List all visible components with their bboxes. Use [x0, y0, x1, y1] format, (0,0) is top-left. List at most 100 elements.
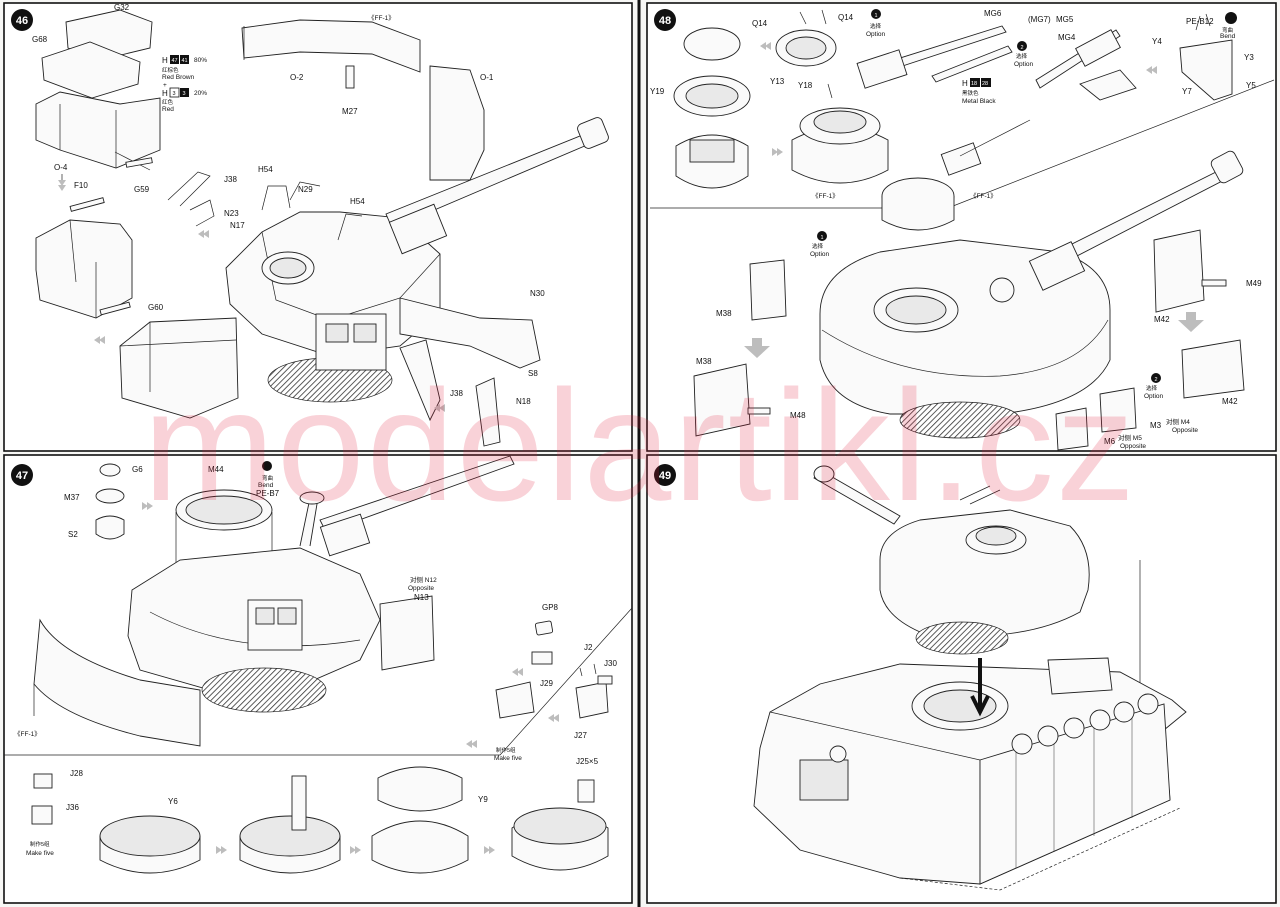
part-n30 [399, 297, 541, 369]
svg-text:Bend: Bend [258, 482, 274, 489]
svg-text:28: 28 [982, 81, 988, 87]
svg-text:J36: J36 [66, 803, 79, 812]
turret-47-basket [201, 667, 327, 713]
svg-text:M3: M3 [1150, 421, 1162, 430]
svg-text:O-4: O-4 [54, 163, 68, 172]
svg-text:J30: J30 [604, 659, 617, 668]
svg-text:红色: 红色 [162, 98, 174, 106]
svg-text:80%: 80% [194, 57, 207, 64]
svg-text:41: 41 [182, 58, 188, 64]
part-j27 [575, 681, 609, 719]
svg-text:O-2: O-2 [290, 73, 304, 82]
svg-text:47: 47 [172, 58, 178, 64]
step-49: 49 [654, 464, 1187, 891]
hatch-disk [683, 27, 741, 61]
svg-text:PE-B7: PE-B7 [256, 489, 280, 498]
svg-text:N17: N17 [230, 221, 245, 230]
svg-text:Option: Option [1144, 393, 1164, 400]
part-j30 [597, 675, 613, 685]
svg-text:选择: 选择 [1146, 384, 1158, 392]
svg-text:M27: M27 [342, 107, 358, 116]
svg-text:Q14: Q14 [838, 13, 854, 22]
svg-text:《FF-1》: 《FF-1》 [368, 14, 395, 22]
svg-text:18: 18 [971, 81, 977, 87]
svg-text:《FF-1》: 《FF-1》 [970, 192, 997, 200]
turret-48-basket [899, 401, 1021, 439]
svg-text:《FF-1》: 《FF-1》 [812, 192, 839, 200]
svg-text:H: H [162, 56, 168, 65]
svg-text:M49: M49 [1246, 279, 1262, 288]
svg-text:N30: N30 [530, 289, 545, 298]
step-48: 48 [650, 9, 1275, 451]
stowage-bin [35, 91, 161, 169]
svg-text:3: 3 [183, 91, 186, 97]
part-n13 [379, 595, 435, 671]
svg-text:Make five: Make five [494, 755, 522, 762]
svg-text:Red: Red [162, 106, 174, 113]
svg-text:J25×5: J25×5 [576, 757, 599, 766]
step-48-labels: Q14 Q14 选择 Option Y13 Y19 Y18 《FF-1》 《FF… [650, 9, 1262, 450]
part-f10 [69, 197, 105, 212]
turret-49-basket [915, 621, 1009, 655]
step-46-number: 46 [16, 15, 28, 27]
svg-text:G68: G68 [32, 35, 48, 44]
track [899, 807, 1181, 891]
svg-text:Option: Option [1014, 61, 1034, 68]
svg-text:MG4: MG4 [1058, 33, 1076, 42]
part-j38-right [475, 377, 501, 447]
part-m3 [1099, 387, 1137, 433]
svg-text:3: 3 [173, 91, 176, 97]
svg-text:1: 1 [874, 13, 877, 19]
svg-text:H: H [962, 79, 968, 88]
svg-text:N18: N18 [516, 397, 531, 406]
step-48-badge [654, 9, 676, 31]
svg-text:Opposite: Opposite [1172, 427, 1198, 434]
part-y9-ring [377, 766, 463, 812]
cupola-small [95, 515, 125, 540]
svg-text:H54: H54 [350, 197, 365, 206]
svg-text:G6: G6 [132, 465, 143, 474]
part-m27 [345, 65, 355, 89]
svg-text:制作5组: 制作5组 [496, 746, 516, 754]
svg-text:Y9: Y9 [478, 795, 488, 804]
handle-n23 [189, 199, 215, 227]
part-j29 [531, 651, 553, 665]
svg-text:《FF-1》: 《FF-1》 [14, 730, 41, 738]
svg-text:选择: 选择 [812, 242, 824, 250]
svg-text:M38: M38 [696, 357, 712, 366]
turret-body [225, 211, 441, 357]
road-wheels [1011, 693, 1159, 755]
svg-text:Metal Black: Metal Black [962, 98, 996, 105]
svg-text:Option: Option [866, 31, 886, 38]
svg-text:N23: N23 [224, 209, 239, 218]
svg-text:S2: S2 [68, 530, 78, 539]
svg-text:H54: H54 [258, 165, 273, 174]
part-j25 [577, 779, 595, 803]
svg-text:(MG7): (MG7) [1028, 15, 1051, 24]
svg-text:M37: M37 [64, 493, 80, 502]
svg-text:MG5: MG5 [1056, 15, 1074, 24]
svg-text:Red Brown: Red Brown [162, 74, 195, 81]
svg-text:49: 49 [659, 470, 671, 482]
svg-text:选择: 选择 [1016, 52, 1028, 60]
svg-text:Option: Option [810, 251, 830, 258]
part-m38-top [749, 259, 787, 321]
part-g59 [125, 157, 153, 168]
part-m42-bottom [1181, 339, 1245, 399]
svg-text:制作5组: 制作5组 [30, 840, 50, 848]
part-make-five [495, 681, 535, 719]
pe-b12-mount [1179, 39, 1233, 101]
svg-text:Opposite: Opposite [408, 585, 434, 592]
step-47-labels: G6 M37 S2 M44 弯曲 Bend PE-B7 对侧 N12 Oppos… [14, 461, 617, 857]
svg-text:弯曲: 弯曲 [262, 474, 273, 482]
svg-text:M44: M44 [208, 465, 224, 474]
step-47: 47 [4, 455, 633, 874]
svg-text:黑铁色: 黑铁色 [962, 89, 979, 97]
svg-text:J29: J29 [540, 679, 553, 688]
part-m48 [747, 407, 771, 415]
svg-text:Y3: Y3 [1244, 53, 1254, 62]
svg-text:选择: 选择 [870, 22, 882, 30]
ring-y9-stage3 [371, 820, 469, 874]
svg-text:N29: N29 [298, 185, 313, 194]
